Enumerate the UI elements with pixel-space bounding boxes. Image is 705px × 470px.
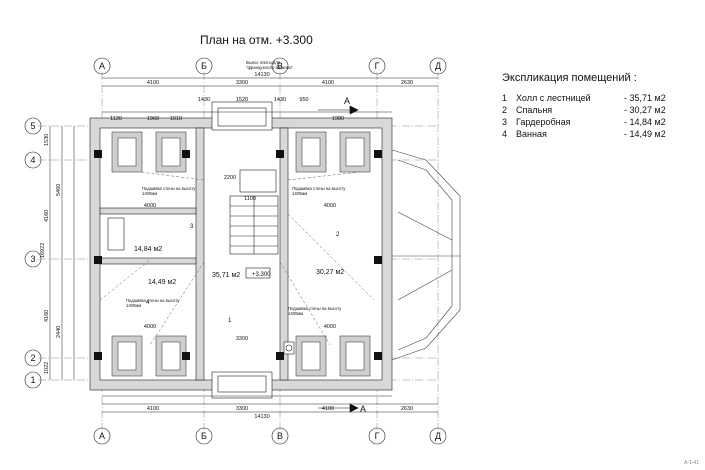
- dim-label: 950: [299, 97, 308, 103]
- legend-row-area: - 14,49 м2: [624, 129, 666, 139]
- legend-row-area: - 35,71 м2: [624, 93, 666, 103]
- area-wardrobe: 14,84 м2: [134, 246, 162, 253]
- axis-bubbles: А Б В Г Д А Б В Г Д 5 4 3 2 1: [24, 57, 447, 445]
- dim-label: 4000: [324, 203, 336, 209]
- note-raise-wall: Подшивка стены на высоту 1400мм: [126, 298, 180, 308]
- axis-letter: Д: [435, 61, 441, 71]
- room-number: 3: [190, 224, 194, 230]
- staircase: [229, 169, 279, 255]
- section-mark-top: А: [344, 96, 350, 106]
- note-balcony: Вынос плиты для "французского балкона": [246, 60, 293, 70]
- legend-row: 1 Холл с лестницей - 35,71 м2: [502, 92, 692, 104]
- dimension-labels: 14130 4100 3300 4100 2630 1430 1520 1430…: [110, 72, 413, 420]
- legend-row: 3 Гардеробная - 14,84 м2: [502, 116, 692, 128]
- legend-row-name: Ванная: [516, 129, 547, 139]
- legend-title: Экспликация помещений :: [502, 72, 637, 84]
- dim-label: 5460: [56, 184, 62, 196]
- axis-letter: А: [99, 61, 105, 71]
- dim-label: 4100: [322, 406, 334, 412]
- legend-row-number: 1: [502, 93, 508, 103]
- columns: [94, 150, 382, 360]
- dim-label: 4100: [147, 80, 159, 86]
- dim-label: 1100: [244, 196, 256, 202]
- dim-label: 2630: [401, 406, 413, 412]
- dim-label: 1022: [44, 362, 50, 374]
- left-dimension-labels: 1530 5460 4160 4160 2440 1022 16922: [40, 134, 62, 374]
- dim-label: 4000: [144, 203, 156, 209]
- room-legend: Экспликация помещений : 1 Холл с лестниц…: [502, 72, 692, 140]
- legend-row-name: Спальня: [516, 105, 553, 115]
- plan-title: План на отм. +3.300: [200, 33, 313, 47]
- dim-label: 4000: [144, 324, 156, 330]
- axis-letter: А: [99, 431, 105, 441]
- area-bath: 14,49 м2: [148, 279, 176, 286]
- interior-walls: [99, 127, 289, 381]
- note-raise-wall: Подшивка стены на высоту 1400мм: [292, 186, 346, 196]
- legend-row-number: 2: [502, 105, 508, 115]
- note-raise-wall: Подшивка стены на высоту 1400мм: [142, 186, 196, 196]
- bath-fixture: [107, 217, 125, 251]
- axis-letter: В: [277, 431, 283, 441]
- roof-lines: [99, 171, 375, 346]
- dim-label: 2200: [224, 175, 236, 181]
- section-arrows: [318, 105, 359, 413]
- note-raise-wall: Подшивка стены на высоту 1400мм: [288, 306, 342, 316]
- legend-row-number: 4: [502, 129, 508, 139]
- dim-label: 1520: [236, 97, 248, 103]
- dim-label: 4000: [324, 324, 336, 330]
- dormer-openings: [117, 137, 365, 371]
- notes: Вынос плиты для "французского балкона" П…: [126, 60, 346, 316]
- legend-row-area: - 14,84 м2: [624, 117, 666, 127]
- axis-letter: В: [277, 61, 283, 71]
- dimension-lines: [49, 77, 438, 413]
- level-marker-box: [245, 267, 271, 279]
- bay-window-right: [391, 149, 461, 361]
- legend-row-area: - 30,27 м2: [624, 105, 666, 115]
- dim-label: 2630: [401, 80, 413, 86]
- room-number: 1: [228, 318, 232, 324]
- dim-total-top: 14130: [254, 72, 269, 78]
- axis-number: 4: [30, 155, 35, 165]
- axis-letter: Б: [201, 61, 207, 71]
- legend-row-name: Гардеробная: [516, 117, 571, 127]
- axis-letter: Г: [375, 61, 380, 71]
- dim-label: 1430: [198, 97, 210, 103]
- section-mark-bottom: А: [360, 404, 366, 414]
- axis-letter: Г: [375, 431, 380, 441]
- room-labels: 14,84 м2 14,49 м2 35,71 м2 30,27 м2 +3.3…: [134, 96, 366, 414]
- axis-number: 5: [30, 121, 35, 131]
- axis-number: 2: [30, 353, 35, 363]
- area-hall: 35,71 м2: [212, 272, 240, 279]
- corner-mark: А-1-41: [683, 460, 699, 466]
- area-bedroom: 30,27 м2: [316, 269, 344, 276]
- legend-row: 4 Ванная - 14,49 м2: [502, 128, 692, 140]
- room-number: 2: [336, 232, 340, 238]
- level-mark-text: +3.300: [252, 272, 271, 278]
- dim-label: 1980: [332, 116, 344, 122]
- legend-row: 2 Спальня - 30,27 м2: [502, 104, 692, 116]
- dim-label: 4160: [44, 310, 50, 322]
- dim-label: 1130: [110, 116, 122, 122]
- dim-total-left: 16922: [40, 243, 46, 258]
- room-number: 4: [146, 300, 150, 306]
- dim-label: 3300: [236, 406, 248, 412]
- dim-label: 1010: [170, 116, 182, 122]
- dim-label: 4100: [147, 406, 159, 412]
- dim-label: 1530: [44, 134, 50, 146]
- axis-letter: Б: [201, 431, 207, 441]
- dim-label: 1430: [274, 97, 286, 103]
- dim-label: 3300: [236, 80, 248, 86]
- dim-label: 1960: [147, 116, 159, 122]
- axis-number: 1: [30, 375, 35, 385]
- dim-label: 4160: [44, 210, 50, 222]
- dim-total-bottom: 14130: [254, 414, 269, 420]
- axis-letter: Д: [435, 431, 441, 441]
- legend-row-name: Холл с лестницей: [516, 93, 591, 103]
- axis-number: 3: [30, 254, 35, 264]
- dim-label: 4100: [322, 80, 334, 86]
- dim-label: 3300: [236, 336, 248, 342]
- dim-label: 2440: [56, 326, 62, 338]
- legend-row-number: 3: [502, 117, 508, 127]
